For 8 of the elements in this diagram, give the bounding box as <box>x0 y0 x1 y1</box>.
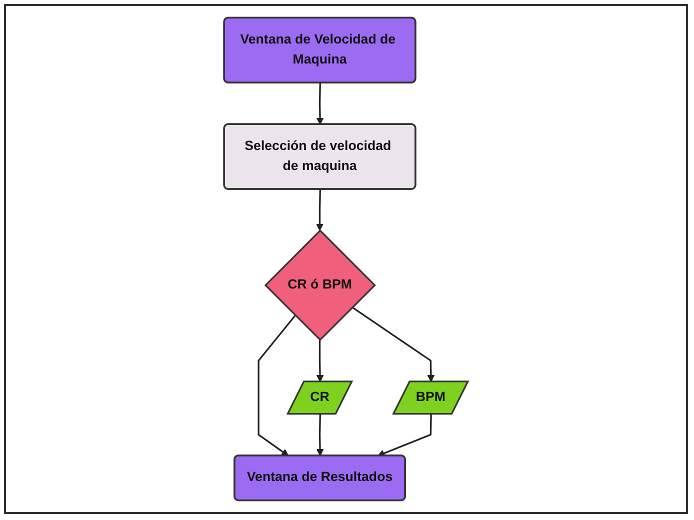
arrow <box>258 314 296 456</box>
arrow <box>352 306 435 382</box>
arrow <box>316 414 324 456</box>
arrow <box>316 82 324 125</box>
arrow <box>377 414 432 457</box>
arrow <box>316 340 324 382</box>
arrow <box>316 189 324 231</box>
node-diamond: CR ó BPM <box>264 229 376 341</box>
